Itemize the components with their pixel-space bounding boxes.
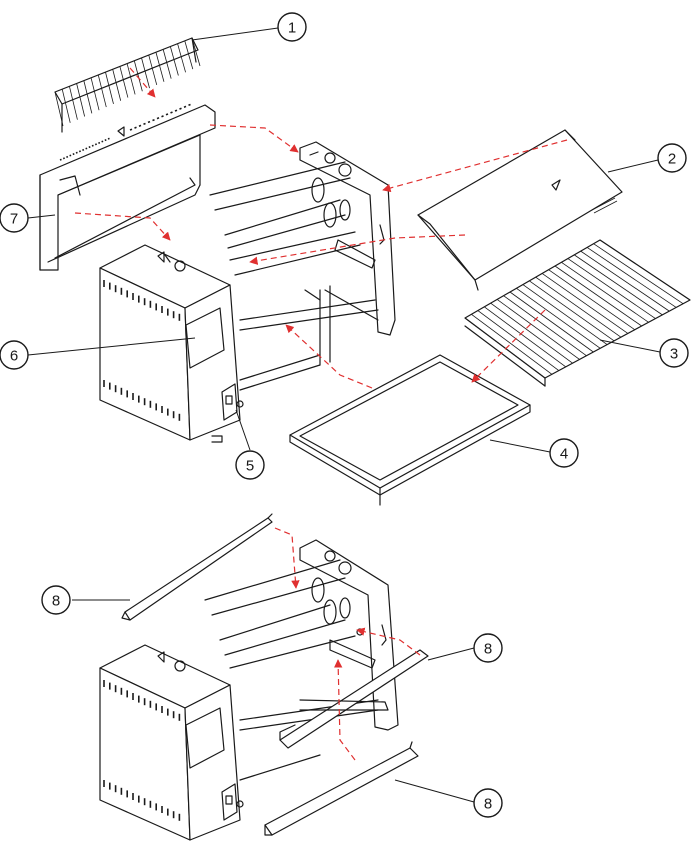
- svg-text:7: 7: [10, 211, 18, 228]
- callout-4: 4: [549, 438, 579, 468]
- callout-3: 3: [659, 338, 689, 368]
- callout-7: 7: [0, 203, 29, 233]
- svg-text:8: 8: [484, 641, 492, 658]
- assembly-arrows-top: [74, 67, 568, 389]
- callout-8-right: 8: [473, 633, 503, 663]
- callout-5: 5: [235, 450, 265, 480]
- assembly-arrows-bottom: [274, 527, 421, 761]
- svg-text:8: 8: [484, 796, 492, 813]
- svg-text:1: 1: [288, 20, 296, 37]
- wire-rack-top-part-1: [54, 37, 201, 133]
- drip-tray-part-4: [289, 354, 531, 506]
- angle-strip-part-8-right: [279, 649, 429, 749]
- callout-8-bottom: 8: [473, 788, 503, 818]
- top-panel-part-7: [39, 103, 216, 271]
- machine-frame: [209, 141, 396, 391]
- wire-rack-part-3: [464, 239, 691, 387]
- svg-text:3: 3: [670, 346, 678, 363]
- control-housing: [99, 244, 244, 443]
- svg-text:5: 5: [246, 458, 254, 475]
- svg-text:8: 8: [52, 593, 60, 610]
- callout-2: 2: [657, 143, 687, 173]
- angle-strip-part-8-lower: [264, 741, 419, 836]
- svg-text:2: 2: [668, 151, 676, 168]
- callout-6: 6: [0, 340, 29, 370]
- callout-8-left: 8: [41, 585, 71, 615]
- callouts: 1 2 3 4 5 6 7: [0, 12, 689, 818]
- callout-1: 1: [277, 12, 307, 42]
- svg-text:4: 4: [560, 446, 568, 463]
- side-cover-part-2: [417, 129, 623, 291]
- angle-strip-part-8-upper: [121, 513, 273, 621]
- control-housing-bottom: [99, 644, 244, 841]
- svg-text:6: 6: [10, 348, 18, 365]
